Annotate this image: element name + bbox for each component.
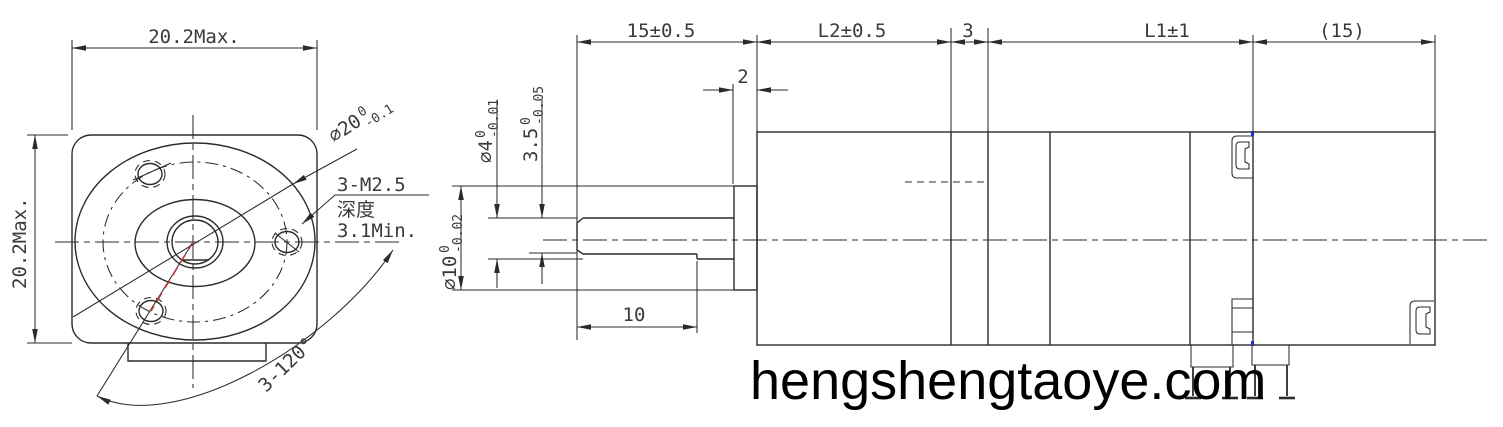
boss-dia-main: ⌀10 (439, 256, 461, 290)
pilot-boss (733, 185, 758, 291)
hole-axis-line (96, 241, 194, 397)
shaft-dia-sub: -0.01 (487, 99, 502, 138)
top-clip (1231, 135, 1253, 179)
shaft-flat-sup: 0 (519, 117, 534, 125)
top-dimension-chain: 15±0.5 L2±0.5 3 L1±1 (15) (577, 20, 1435, 45)
pilot-dia-leader (292, 148, 358, 185)
shaft-flat-main: 3.5 (520, 128, 542, 162)
hole-angle-arc (96, 249, 394, 406)
screw-hole-top-left (132, 159, 172, 189)
extension-lines (452, 28, 1436, 340)
ring-width-text: 3 (962, 20, 973, 42)
pilot-dia-label: ⌀20 0 -0.1 (325, 102, 397, 148)
front-view: ⌀20 0 -0.1 3-M2.5 深度 3.1Min. 3-120° 20.2… (9, 26, 429, 406)
thread-note-leader (301, 194, 336, 225)
watermark-text: hengshengtaoye.com (750, 351, 1266, 411)
bottom-clip-left (1231, 298, 1253, 345)
boss-width-dimension: 2 (703, 66, 788, 93)
front-width-dimension: 20.2Max. (71, 26, 318, 130)
boss-dia-sup: 0 (438, 245, 453, 253)
shaft-dia-sup: 0 (474, 130, 489, 138)
flat-length-dimension: 10 (577, 304, 697, 330)
boss-dia-sub: -0.02 (451, 214, 466, 253)
shaft-flat-dimension: 3.5 0 -0.05 (519, 86, 547, 284)
front-width-text: 20.2Max. (148, 26, 240, 48)
flange-outline (71, 134, 318, 344)
bottom-clip-right (1409, 300, 1434, 344)
front-height-text: 20.2Max. (9, 197, 31, 289)
flat-length-text: 10 (623, 304, 646, 326)
pilot-dia-diameter-line (72, 183, 294, 318)
gearbox-length-text: L2±0.5 (818, 20, 887, 42)
blue-dot-bottom (1251, 341, 1254, 346)
body-outline (756, 131, 1436, 346)
thread-note-line2: 深度 (337, 199, 375, 221)
motor-length-text: L1±1 (1144, 20, 1190, 42)
endcap-ref-text: (15) (1319, 20, 1365, 42)
bottom-tab (127, 343, 267, 362)
shaft-flat-sub: -0.05 (532, 86, 547, 125)
side-view: 15±0.5 L2±0.5 3 L1±1 (15) 2 10 ⌀10 0 -0.… (438, 20, 1492, 400)
thread-note-line1: 3-M2.5 (337, 174, 406, 196)
shaft-length-text: 15±0.5 (627, 20, 696, 42)
pilot-dia-sub: -0.1 (362, 102, 396, 132)
thread-note-line3: 3.1Min. (337, 220, 417, 242)
terminal-blocks (1185, 345, 1295, 400)
boss-width-text: 2 (737, 66, 748, 88)
front-height-dimension: 20.2Max. (9, 134, 72, 344)
shaft-dia-main: ⌀4 (475, 140, 497, 163)
shaft-dia-dimension: ⌀4 0 -0.01 (474, 99, 502, 288)
thread-note: 3-M2.5 深度 3.1Min. (301, 174, 429, 242)
blue-dot-top (1251, 131, 1254, 136)
boss-dia-dimension: ⌀10 0 -0.02 (438, 186, 466, 290)
output-shaft (576, 217, 734, 260)
